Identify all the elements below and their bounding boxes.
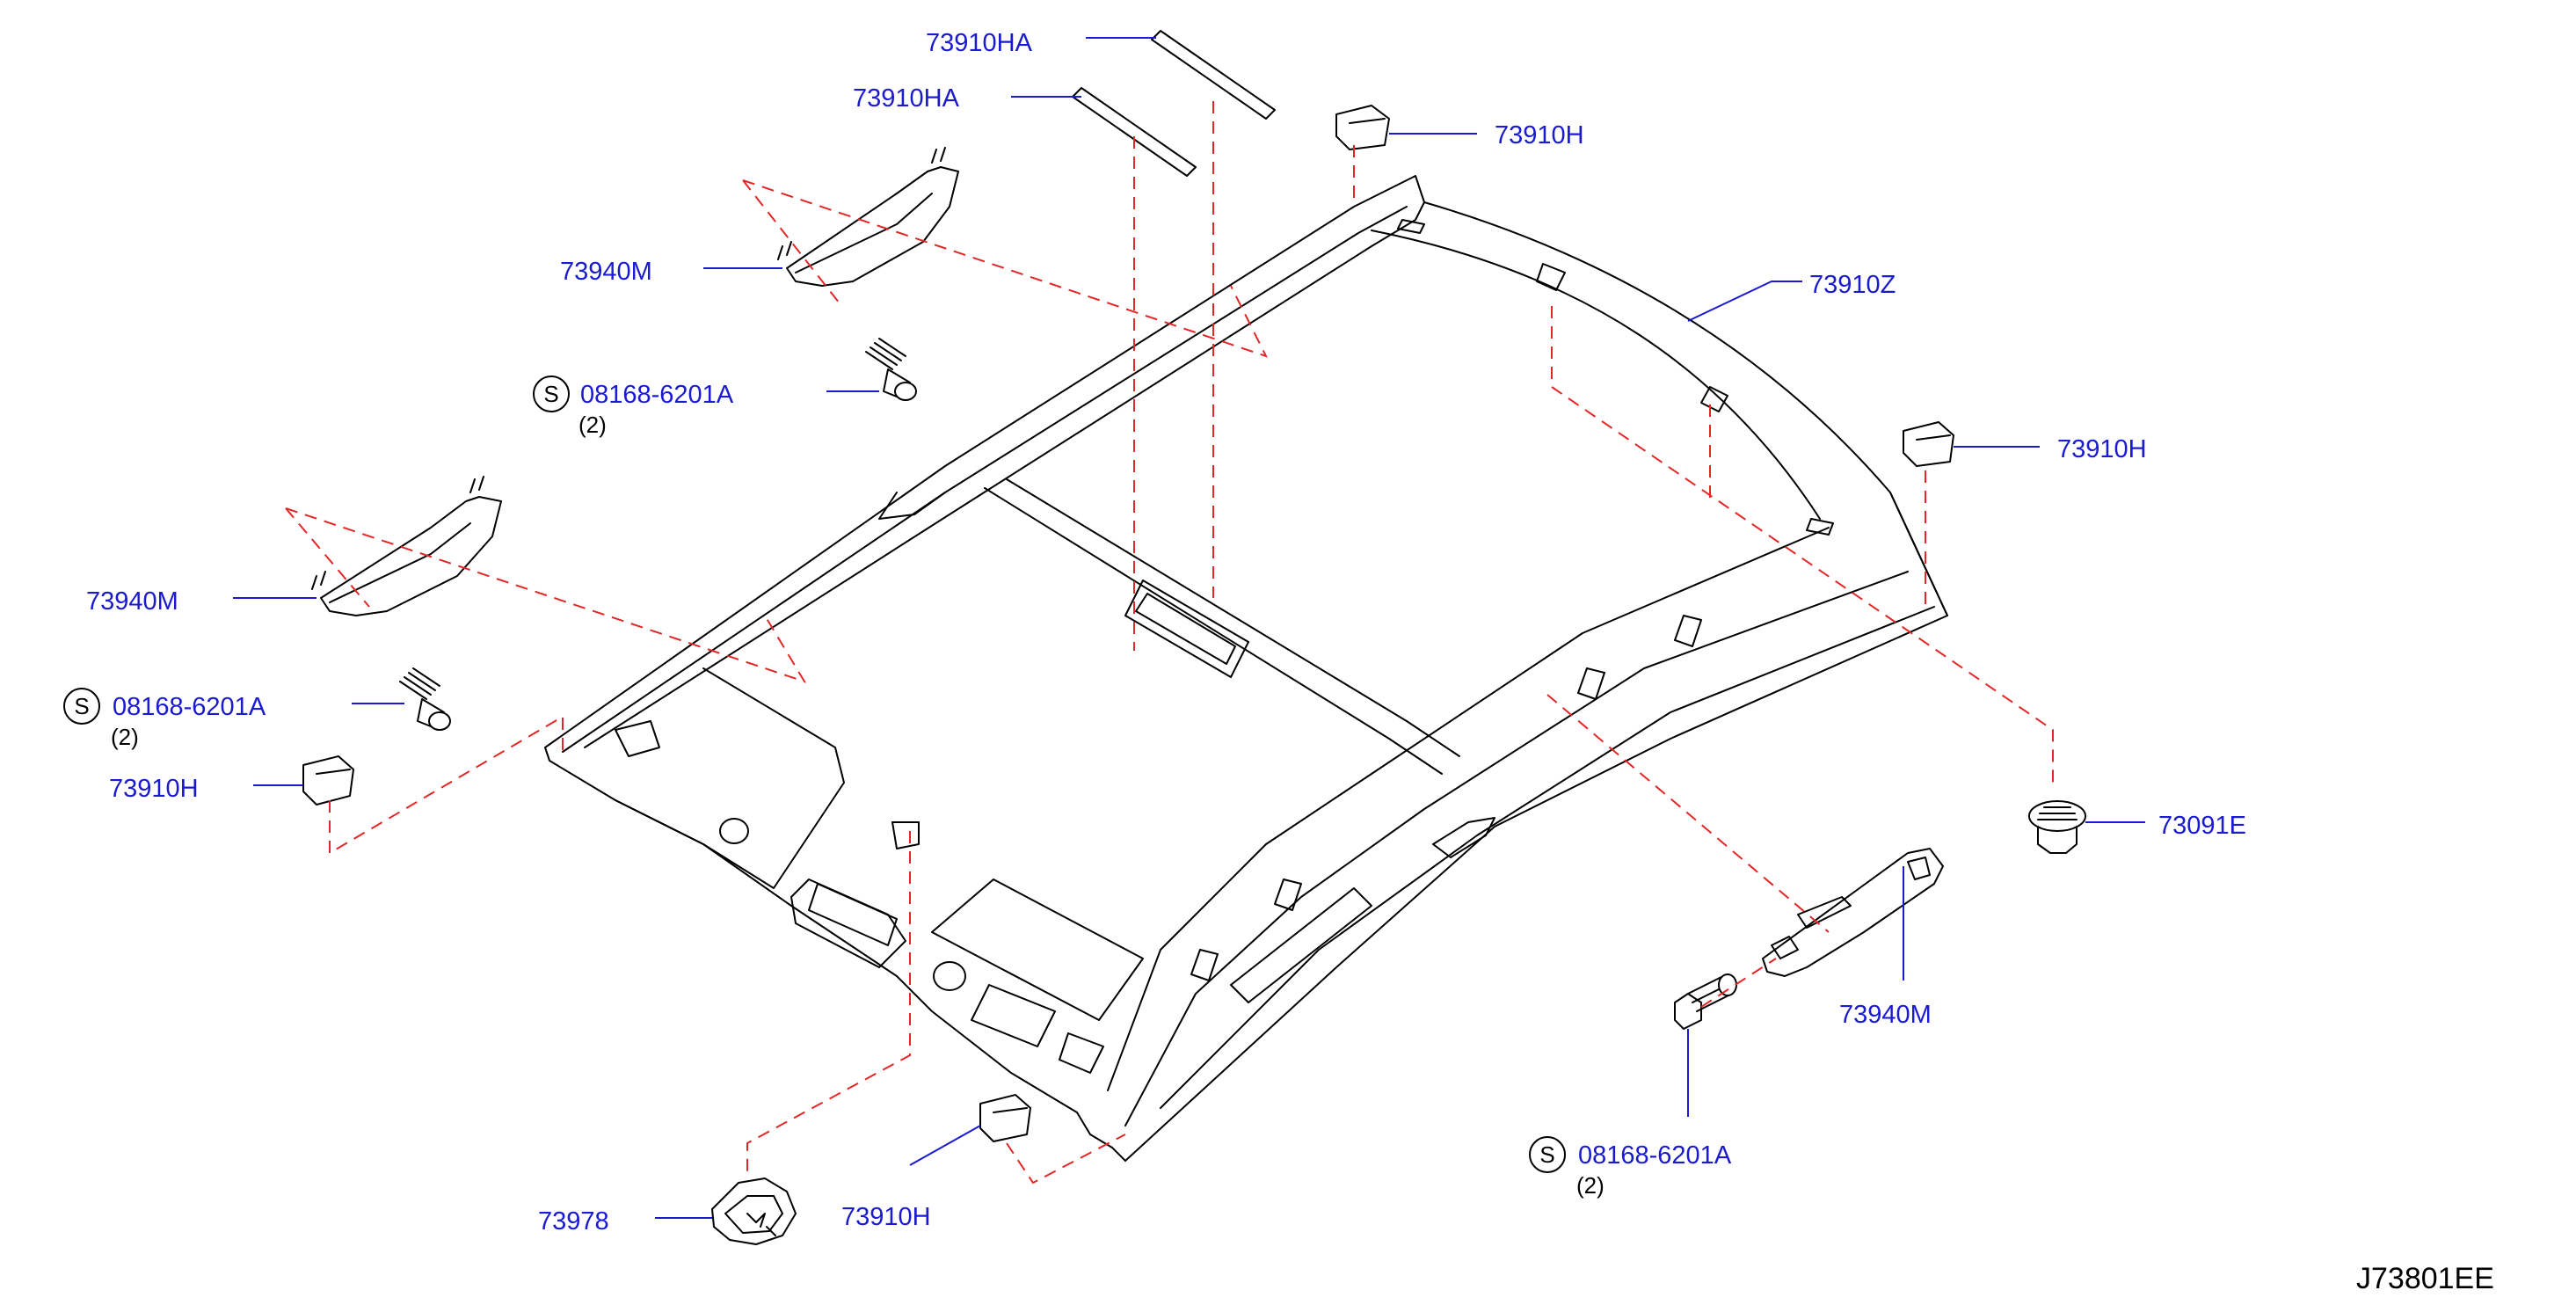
lamp-base	[711, 1177, 797, 1245]
screw-right	[1674, 973, 1737, 1030]
standard-part-symbol	[1529, 1136, 1566, 1173]
screw-lower-left	[399, 667, 451, 731]
hook-strip-lower	[1072, 87, 1197, 177]
assist-grip-lower-left	[311, 476, 502, 616]
standard-part-letter: S	[543, 381, 558, 407]
label-grip-lower-left: 73940M	[86, 587, 178, 616]
label-grip-right: 73940M	[1839, 1001, 1932, 1029]
hook-strip-upper	[1151, 30, 1276, 120]
qty-screw-lower-left: (2)	[111, 724, 139, 750]
label-hook-strip-upper: 73910HA	[926, 29, 1033, 57]
label-lamp-base: 73978	[538, 1207, 609, 1236]
screw-right-callout: S 08168-6201A (2)	[1529, 1136, 1732, 1199]
label-clip-left: 73910H	[109, 775, 199, 803]
headlining-panel	[544, 175, 1948, 1162]
screw-upper-left-callout: S 08168-6201A (2)	[533, 375, 734, 438]
cap	[2028, 800, 2086, 854]
label-clip-right: 73910H	[2057, 435, 2147, 463]
clip-bottom	[979, 1094, 1031, 1142]
label-clip-bottom: 73910H	[841, 1203, 931, 1231]
label-screw-lower-left: 08168-6201A	[113, 693, 266, 721]
assist-grip-right	[1762, 848, 1944, 977]
standard-part-letter: S	[1539, 1141, 1554, 1168]
screw-lower-left-callout: S 08168-6201A (2)	[63, 688, 266, 750]
label-hook-strip-lower: 73910HA	[853, 84, 960, 113]
standard-part-letter: S	[74, 693, 89, 719]
clip-right	[1903, 421, 1954, 467]
qty-screw-upper-left: (2)	[579, 412, 607, 438]
guide-lines	[285, 101, 2054, 1185]
standard-part-symbol	[63, 688, 100, 725]
qty-screw-right: (2)	[1576, 1172, 1605, 1199]
clip-left	[302, 755, 354, 806]
label-screw-right: 08168-6201A	[1578, 1141, 1732, 1170]
label-grip-upper-left: 73940M	[560, 258, 652, 286]
label-screw-upper-left: 08168-6201A	[580, 381, 734, 409]
label-headlining: 73910Z	[1809, 271, 1896, 299]
assist-grip-upper-left	[777, 147, 959, 287]
standard-part-symbol	[533, 375, 570, 412]
screw-upper-left	[865, 338, 917, 401]
label-clip-top: 73910H	[1495, 121, 1584, 149]
label-cap: 73091E	[2158, 812, 2246, 840]
clip-top	[1335, 105, 1390, 150]
leader-lines	[233, 37, 2145, 1219]
diagram-code: J73801EE	[2356, 1262, 2494, 1295]
